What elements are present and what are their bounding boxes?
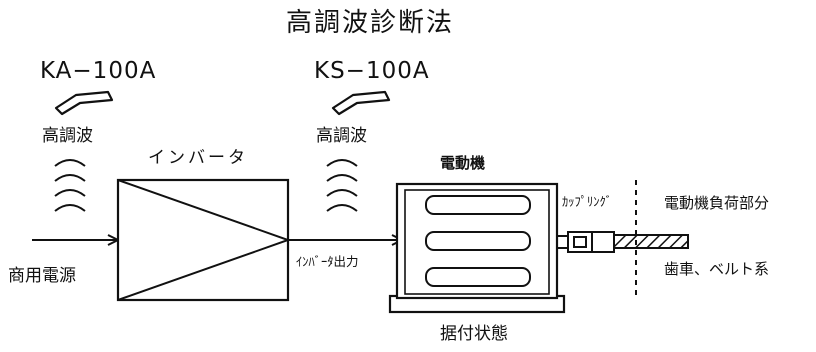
harmonic-wave-icon-right [326, 159, 358, 212]
sensor-model-right: KS−100A [314, 58, 430, 84]
diagram-title: 高調波診断法 [286, 8, 455, 38]
coupling-icon [557, 231, 615, 253]
harmonic-wave-icon-left [54, 159, 86, 212]
harmonic-label-right: 高調波 [316, 126, 367, 146]
motor-label: 電動機 [440, 154, 486, 172]
coupling-label: ｶｯﾌﾟﾘﾝｸﾞ [562, 194, 613, 209]
load-examples-label: 歯車、ベルト系 [664, 260, 770, 278]
sensor-probe-icon-left [54, 90, 114, 116]
sensor-probe-icon-right [331, 90, 391, 116]
inverter-output-label: ｲﾝﾊﾞｰﾀ出力 [296, 254, 359, 269]
load-shaft-hatched [613, 234, 689, 249]
motor-load-label: 電動機負荷部分 [664, 194, 770, 212]
sensor-model-left: KA−100A [40, 58, 157, 84]
mounting-state-label: 据付状態 [440, 324, 508, 344]
inverter-block [116, 178, 290, 302]
inverter-label: インバータ [148, 148, 248, 168]
harmonic-label-left: 高調波 [42, 126, 93, 146]
commercial-power-label: 商用電源 [8, 266, 76, 286]
motor-icon [388, 182, 566, 314]
